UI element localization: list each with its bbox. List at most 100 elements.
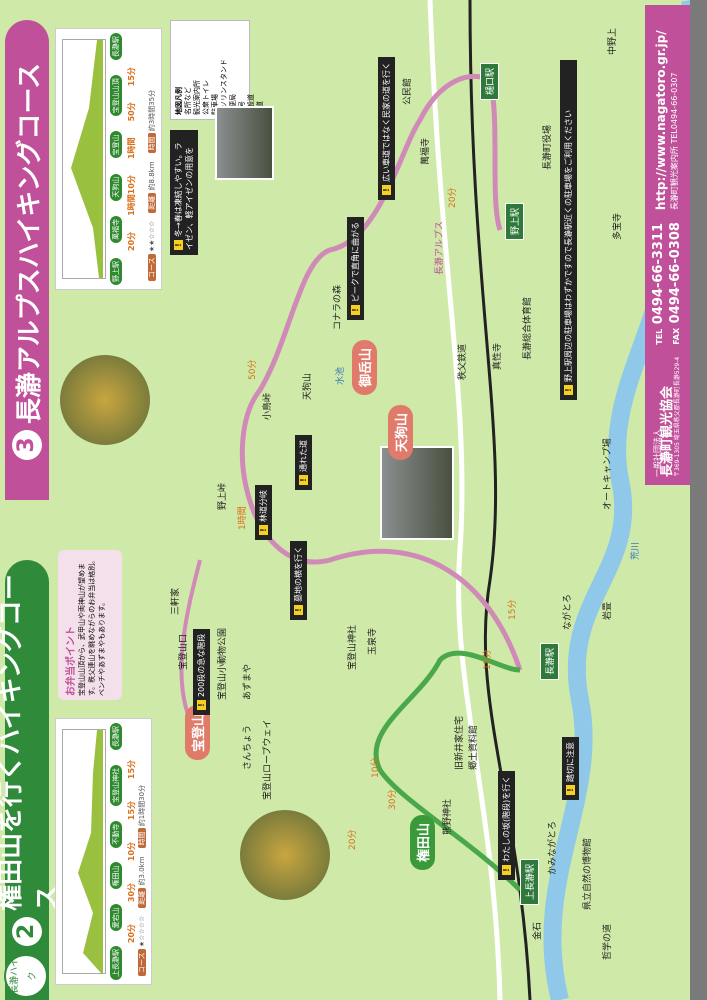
- check-text: 宝登山山頂から、武甲山や両神山が望めます。秩父連山を眺めながらのお弁当は格別。ベ…: [78, 556, 106, 696]
- course2-profile-panel: 上長瀞駅 愛宕山 権田山 不動寺 宝登山神社 長瀞駅 20分 30分 10分 1…: [55, 718, 152, 985]
- check-bubble: お弁当ポイント 宝登山山頂から、武甲山や両神山が望めます。秩父連山を眺めながらの…: [58, 550, 122, 700]
- segment-time: 15分: [127, 759, 136, 780]
- place-label: 長瀞町役場: [543, 124, 553, 170]
- place-label: 三軒家: [171, 587, 181, 615]
- place-label: 萬福寺: [421, 137, 431, 165]
- legend-item: 鉄道: [256, 25, 265, 115]
- trail-note: 200段の急な階段: [193, 628, 210, 715]
- total-time: 約1時間30分: [138, 784, 146, 827]
- station-higuchi: 樋口駅: [480, 62, 499, 100]
- stop: 権田山: [110, 862, 122, 890]
- place-label: 岩畳: [603, 601, 613, 620]
- time-label: 時間: [148, 133, 156, 154]
- time-label: 時間: [138, 828, 146, 849]
- check-title: お弁当ポイント: [66, 626, 77, 696]
- trail-note: ピークで直角に曲がる: [347, 217, 364, 320]
- stop: 長瀞駅: [110, 723, 122, 751]
- legend-item: 郵便局: [229, 94, 237, 115]
- place-label: 宝登山ロープウェイ: [263, 719, 273, 800]
- trail-time: 20分: [448, 187, 458, 208]
- distance: 約8.8km: [148, 161, 156, 191]
- course2-number: 2: [12, 916, 42, 946]
- legend-item: ガソリンスタンド: [220, 59, 228, 115]
- course3-banner: 3 長瀞アルプスハイキングコース: [5, 20, 49, 500]
- course3-title: 長瀞アルプスハイキングコース: [14, 62, 45, 424]
- place-label: 県立自然の博物館: [583, 837, 593, 910]
- segment-time: 30分: [127, 882, 136, 903]
- photo-plum: [240, 810, 330, 900]
- course2-trail: [373, 650, 522, 892]
- trail-time: 50分: [248, 359, 258, 380]
- place-label: かみながとろ: [548, 820, 558, 875]
- place-label: 天狗山: [303, 372, 313, 400]
- legend-item: 公衆トイレ: [202, 80, 210, 115]
- mountain-mitakesan: 御岳山: [352, 339, 377, 395]
- fax-label: FAX: [671, 327, 681, 345]
- trail-time: 20分: [348, 829, 358, 850]
- difficulty-label: コース: [138, 949, 146, 976]
- tel-number[interactable]: 0494-66-3311: [650, 222, 666, 325]
- legend-item: 一般道: [247, 94, 255, 115]
- winter-note: 冬→春は凍結しやすい。ライゼン、軽アイゼンの用意を: [170, 130, 198, 255]
- distance-label: 距離: [148, 192, 156, 213]
- place-label: 宝登山神社: [348, 624, 358, 670]
- station-kaminagatoro: 上長瀞駅: [520, 858, 539, 905]
- trail-time: 30分: [388, 789, 398, 810]
- place-label: 宝登山小動物公園: [218, 627, 228, 700]
- segment-time: 10分: [127, 841, 136, 862]
- place-label: 旧新井家住宅: [455, 715, 465, 770]
- place-label: オートキャンプ場: [603, 438, 613, 510]
- trail-note: 林道分岐: [255, 485, 272, 540]
- distance-label: 距離: [138, 887, 146, 908]
- place-label: 郷土資料館: [469, 724, 479, 770]
- stop: 宝登山山頂: [110, 75, 122, 117]
- website-link[interactable]: http://www.nagatoro.gr.jp/: [653, 30, 668, 211]
- segment-time: 15分: [127, 800, 136, 821]
- photo-station: [380, 446, 454, 540]
- station-nogami: 野上駅: [505, 202, 524, 240]
- hike-badge: 長瀞ハイク: [4, 954, 48, 998]
- segment-time: 20分: [127, 231, 136, 251]
- place-label: 宝登山口: [179, 633, 189, 670]
- parking-note: 野上駅周辺の駐車場はわずかですので長瀞駅近くの駐車場をご利用ください: [560, 60, 577, 400]
- railway-label: 秩父鉄道: [458, 343, 468, 380]
- elevation-profile: [62, 39, 106, 279]
- stop: 天狗山: [110, 173, 122, 201]
- place-label: 熊野神社: [443, 798, 453, 835]
- place-label: 水池: [336, 366, 346, 385]
- segment-time: 20分: [127, 923, 136, 944]
- segment-time: 15分: [127, 67, 136, 87]
- info-center: 長瀞町観光案内所 TEL0494-66-0307: [669, 72, 679, 211]
- difficulty: ★★☆☆☆: [148, 220, 156, 253]
- place-label: コナラの森: [333, 284, 343, 330]
- place-label: 金石: [533, 921, 543, 940]
- stop: 長瀞駅: [110, 33, 122, 61]
- place-label: さんちょう: [243, 724, 253, 770]
- stop: 萬福寺: [110, 215, 122, 243]
- mountain-tenguyama: 天狗山: [388, 404, 413, 460]
- stop: 野上駅: [110, 258, 122, 285]
- difficulty-label: コース: [148, 254, 156, 281]
- org-name: 長瀞町観光協会: [659, 385, 675, 477]
- place-label: 長瀞総合体育館: [523, 296, 533, 360]
- legend-item: 駐車場: [211, 94, 219, 115]
- segment-time: 1時間10分: [127, 175, 136, 216]
- photo-wintersweet: [60, 355, 150, 445]
- course3-number: 3: [12, 430, 42, 460]
- course2-banner: 2 権田山を行くハイキングコース: [0, 560, 63, 1000]
- place-label: あずまや: [243, 663, 253, 700]
- stop: 宝登山: [110, 131, 122, 159]
- map-legend: 地図凡例 名所など 観光案内所 公衆トイレ 駐車場 ガソリンスタンド 郵便局 信…: [170, 20, 264, 120]
- place-label: 小鳥峠: [263, 392, 273, 420]
- trail-note: 広い車道ではなく民家の道を行く: [378, 57, 395, 200]
- fax-number: 0494-66-0308: [667, 222, 683, 324]
- place-label: 多宝寺: [613, 212, 623, 240]
- org-address: 〒369-1305 埼玉県秩父郡長瀞町長瀞529-4: [673, 356, 681, 477]
- legend-title: 地図凡例: [175, 87, 183, 115]
- place-label: 野上峠: [218, 482, 228, 510]
- segment-time: 1時間: [127, 137, 136, 160]
- place-label: ながとろ: [563, 593, 573, 630]
- trail-note: 墓地の横を行く: [290, 541, 307, 620]
- course3-profile-panel: 野上駅 萬福寺 天狗山 宝登山 宝登山山頂 長瀞駅 20分 1時間10分 1時間…: [55, 28, 162, 290]
- total-time: 約3時間35分: [148, 89, 156, 132]
